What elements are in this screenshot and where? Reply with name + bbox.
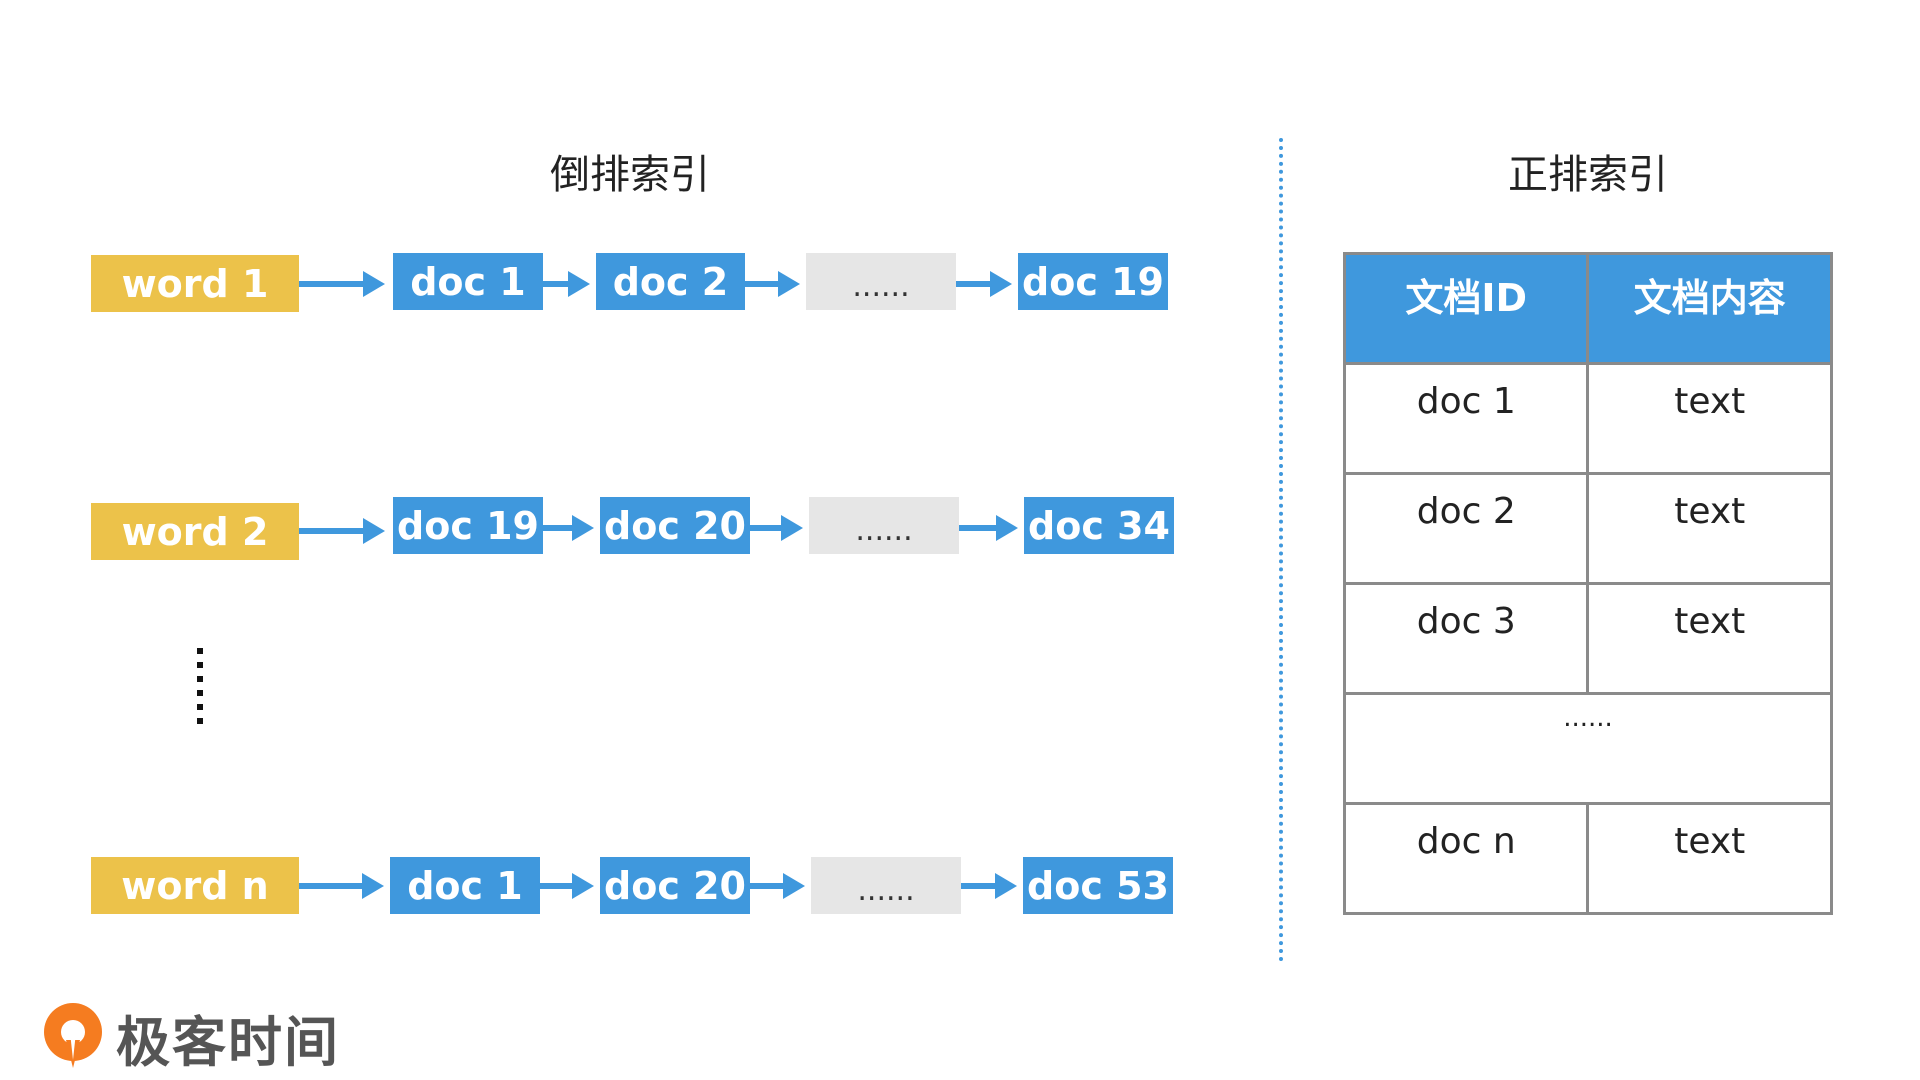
doc-box-n-last: doc 53: [1023, 857, 1173, 914]
word-box-2: word 2: [91, 503, 299, 560]
doc-box-2-last: doc 34: [1024, 497, 1174, 554]
header-doc-content: 文档内容: [1586, 252, 1833, 365]
ellipsis-box-2: ......: [809, 497, 959, 554]
table-row: doc 3 text: [1342, 582, 1833, 695]
cell-doc-content: text: [1586, 582, 1833, 695]
section-divider: [1279, 138, 1283, 962]
cell-doc-content: text: [1586, 362, 1833, 475]
arrow-icon: [956, 271, 1012, 297]
arrow-icon: [750, 515, 803, 541]
arrow-icon: [543, 515, 594, 541]
word-box-1: word 1: [91, 255, 299, 312]
brand-logo: 极客时间: [40, 998, 340, 1077]
cell-doc-content: text: [1586, 802, 1833, 915]
header-doc-id: 文档ID: [1342, 252, 1590, 365]
cell-doc-id: doc 3: [1342, 582, 1590, 695]
cell-doc-content: text: [1586, 472, 1833, 585]
cell-doc-id: doc n: [1342, 802, 1590, 915]
arrow-icon: [540, 873, 594, 899]
word-box-n: word n: [91, 857, 299, 914]
arrow-icon: [543, 271, 590, 297]
table-row: ......: [1343, 692, 1833, 805]
forward-index-table: 文档ID 文档内容 doc 1 text doc 2 text doc 3 te…: [1342, 252, 1833, 915]
forward-index-title: 正排索引: [1508, 152, 1668, 198]
cell-doc-id: doc 1: [1342, 362, 1590, 475]
table-header-row: 文档ID 文档内容: [1342, 252, 1833, 365]
doc-box-1-1: doc 1: [393, 253, 543, 310]
doc-box-2-1: doc 19: [393, 497, 543, 554]
arrow-icon: [959, 515, 1018, 541]
arrow-icon: [750, 873, 805, 899]
doc-box-1-2: doc 2: [596, 253, 745, 310]
arrow-icon: [299, 873, 384, 899]
cell-ellipsis: ......: [1343, 692, 1833, 805]
inverted-index-title: 倒排索引: [550, 152, 710, 198]
arrow-icon: [299, 518, 385, 544]
geektime-logo-icon: [44, 1002, 102, 1068]
table-row: doc n text: [1342, 802, 1833, 915]
table-row: doc 2 text: [1342, 472, 1833, 585]
ellipsis-box-1: ......: [806, 253, 956, 310]
arrow-icon: [961, 873, 1017, 899]
doc-box-1-last: doc 19: [1018, 253, 1168, 310]
ellipsis-box-n: ......: [811, 857, 961, 914]
doc-box-n-2: doc 20: [600, 857, 750, 914]
arrow-icon: [745, 271, 800, 297]
arrow-icon: [299, 271, 385, 297]
brand-name: 极客时间: [116, 1011, 340, 1074]
cell-doc-id: doc 2: [1342, 472, 1590, 585]
table-row: doc 1 text: [1342, 362, 1833, 475]
vertical-ellipsis: [196, 648, 204, 732]
doc-box-n-1: doc 1: [390, 857, 540, 914]
doc-box-2-2: doc 20: [600, 497, 750, 554]
